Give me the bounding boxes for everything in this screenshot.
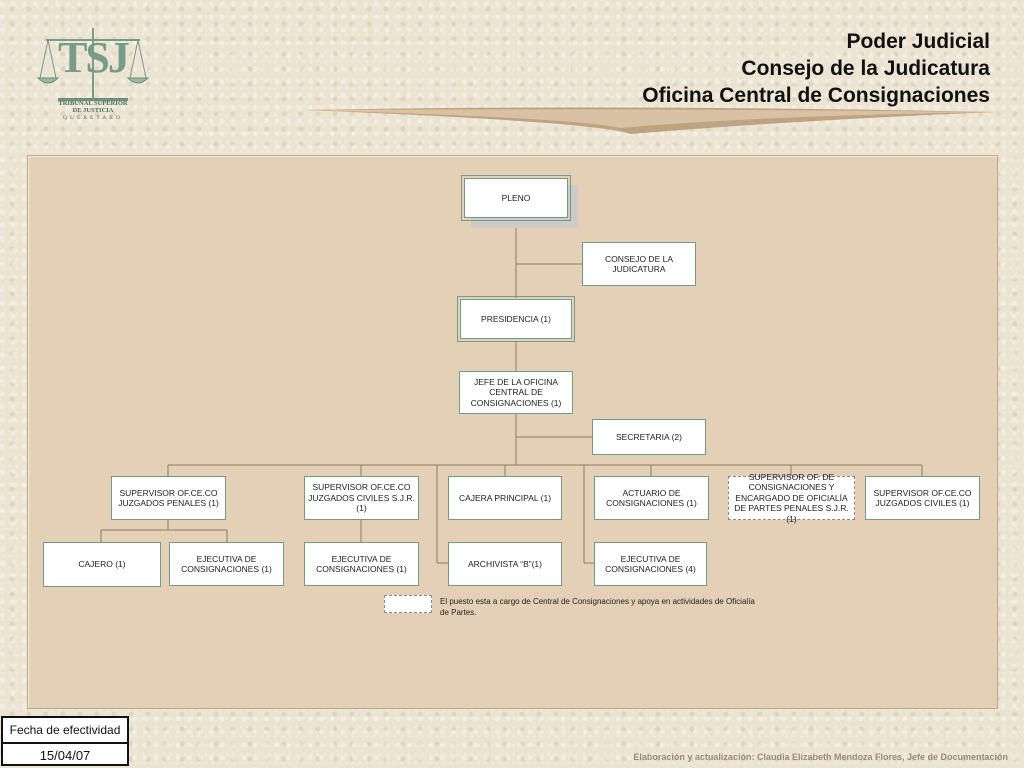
header-line-1: Poder Judicial — [846, 30, 990, 53]
node-sup-civiles-label: SUPERVISOR OF.CE.CO JUZGADOS CIVILES (1) — [873, 487, 972, 509]
node-consejo: CONSEJO DE LA JUDICATURA — [582, 242, 696, 286]
logo-letters: TSJ — [58, 33, 130, 82]
node-ejec-civiles: EJECUTIVA DE CONSIGNACIONES (1) — [304, 542, 419, 586]
node-cajero: CAJERO (1) — [43, 542, 161, 587]
node-archivista: ARCHIVISTA “B”(1) — [448, 542, 562, 586]
node-sup-penales: SUPERVISOR OF.CE.CO JUZGADOS PENALES (1) — [111, 476, 226, 520]
node-presidencia-label: PRESIDENCIA (1) — [481, 313, 551, 324]
legend-swatch — [384, 595, 432, 613]
node-pleno-label: PLENO — [501, 192, 531, 203]
node-presidencia: PRESIDENCIA (1) — [457, 296, 575, 342]
node-actuario: ACTUARIO DE CONSIGNACIONES (1) — [594, 476, 709, 520]
header-titles: Poder Judicial Consejo de la Judicatura … — [642, 28, 990, 109]
effective-date-value: 15/04/07 — [39, 747, 91, 763]
node-sup-civiles-sjr-label: SUPERVISOR OF.CE.CO JUZGADOS CIVILES S.J… — [308, 482, 415, 514]
node-consejo-label: CONSEJO DE LA JUDICATURA — [604, 253, 674, 275]
node-sup-penales-label: SUPERVISOR OF.CE.CO JUZGADOS PENALES (1) — [118, 487, 219, 509]
node-cajero-label: CAJERO (1) — [78, 559, 126, 570]
node-ejec-civiles-label: EJECUTIVA DE CONSIGNACIONES (1) — [316, 553, 407, 575]
node-sup-oficialia-label: SUPERVISOR OF. DE CONSIGNACIONES Y ENCAR… — [734, 471, 849, 524]
node-pleno: PLENO — [461, 175, 571, 221]
node-secretaria: SECRETARIA (2) — [592, 419, 706, 455]
node-ejec-penales-label: EJECUTIVA DE CONSIGNACIONES (1) — [181, 553, 272, 575]
logo-text-3: QUERETARO — [63, 115, 123, 121]
effective-date-box: Fecha de efectividad 15/04/07 — [1, 716, 129, 766]
node-sup-civiles-sjr: SUPERVISOR OF.CE.CO JUZGADOS CIVILES S.J… — [304, 476, 419, 520]
legend-text: El puesto esta a cargo de Central de Con… — [440, 597, 755, 617]
effective-date-label: Fecha de efectividad — [3, 718, 127, 744]
scales-icon — [36, 28, 150, 101]
node-actuario-label: ACTUARIO DE CONSIGNACIONES (1) — [606, 487, 697, 509]
node-jefe: JEFE DE LA OFICINA CENTRAL DE CONSIGNACI… — [459, 371, 573, 414]
node-sup-oficialia: SUPERVISOR OF. DE CONSIGNACIONES Y ENCAR… — [728, 472, 855, 524]
node-ejec-penales: EJECUTIVA DE CONSIGNACIONES (1) — [169, 542, 284, 586]
node-ejec-actuario: EJECUTIVA DE CONSIGNACIONES (4) — [594, 542, 707, 586]
header-swoosh — [305, 107, 995, 134]
header-line-3: Oficina Central de Consignaciones — [642, 84, 990, 107]
node-archivista-label: ARCHIVISTA “B”(1) — [468, 558, 542, 569]
logo-text-1: TRIBUNAL SUPERIOR — [58, 100, 128, 107]
tsj-logo: TSJ TRIBUNAL SUPERIOR DE JUSTICIA QUERET… — [36, 18, 150, 124]
node-jefe-label: JEFE DE LA OFICINA CENTRAL DE CONSIGNACI… — [470, 376, 562, 408]
node-cajera: CAJERA PRINCIPAL (1) — [448, 476, 562, 520]
header-line-2: Consejo de la Judicatura — [741, 57, 990, 80]
node-ejec-actuario-label: EJECUTIVA DE CONSIGNACIONES (4) — [605, 553, 696, 575]
node-sup-civiles: SUPERVISOR OF.CE.CO JUZGADOS CIVILES (1) — [865, 476, 980, 520]
logo-text-2: DE JUSTICIA — [72, 107, 114, 114]
org-chart-panel — [27, 155, 998, 709]
node-cajera-label: CAJERA PRINCIPAL (1) — [458, 492, 552, 503]
credit-text: Elaboración y actualización: Claudia Eli… — [633, 752, 1008, 762]
node-secretaria-label: SECRETARIA (2) — [616, 431, 682, 442]
